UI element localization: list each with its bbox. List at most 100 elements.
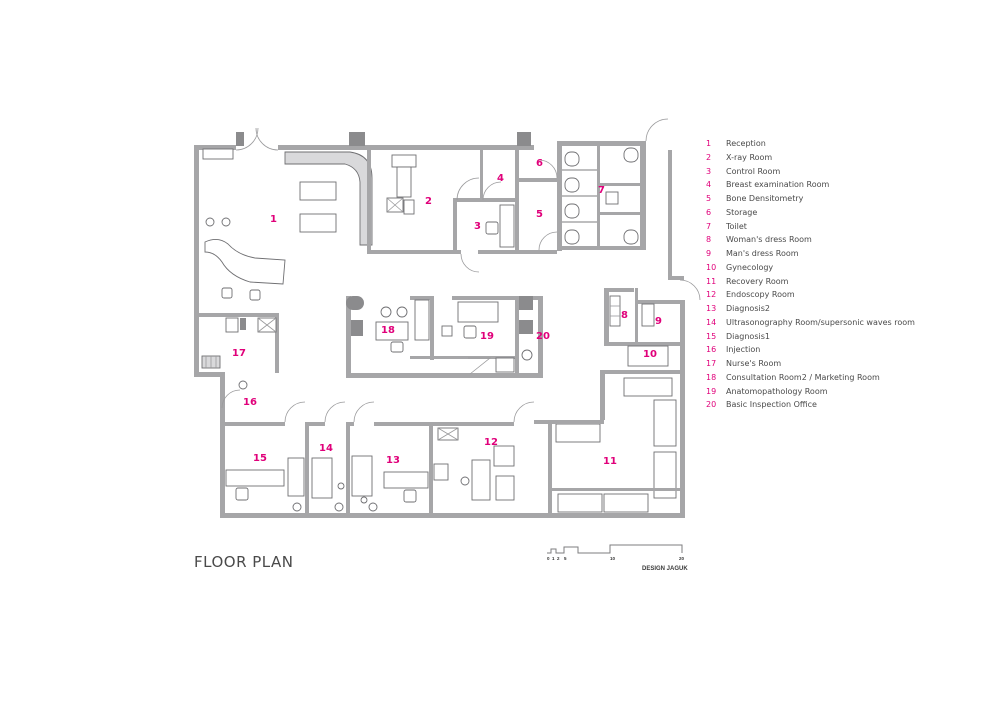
- room-legend: 1 Reception 2 X-ray Room 3 Control Room 4 Breas…: [706, 137, 915, 412]
- legend-room-name: Storage: [726, 207, 758, 217]
- legend-room-name: Gynecology: [726, 262, 774, 272]
- legend-item: 5 Bone Densitometry: [706, 192, 915, 206]
- legend-room-name: Woman's dress Room: [726, 235, 812, 245]
- legend-number: 10: [706, 262, 717, 272]
- legend-item: 18 Consultation Room2 / Marketing Room: [706, 371, 915, 385]
- room-label-11: 11: [603, 456, 617, 467]
- legend-item: 17 Nurse's Room: [706, 357, 915, 371]
- legend-number: 4: [706, 180, 712, 190]
- room-label-7: 7: [598, 185, 605, 196]
- legend-number: 18: [706, 372, 717, 382]
- legend-room-name: Diagnosis1: [726, 331, 770, 341]
- legend-number: 8: [706, 235, 712, 245]
- room-label-15: 15: [253, 453, 267, 464]
- legend-room-name: Nurse's Room: [726, 359, 782, 368]
- room-reception: [202, 127, 373, 301]
- room-toilets: [562, 118, 669, 250]
- page-title: FLOOR PLAN: [194, 553, 294, 571]
- room-label-19: 19: [480, 331, 494, 342]
- room-storage-bone: [519, 159, 558, 254]
- scale-label-20: 20: [679, 556, 685, 561]
- room-label-14: 14: [319, 443, 333, 454]
- legend-number: 1: [706, 139, 712, 148]
- legend-number: 7: [706, 221, 712, 231]
- scale-label-5: 5: [564, 556, 567, 561]
- legend-item: 3 Control Room: [706, 165, 915, 179]
- legend-item: 20 Basic Inspection Office: [706, 398, 915, 412]
- legend-room-name: Endoscopy Room: [726, 290, 795, 300]
- legend-item: 10 Gynecology: [706, 261, 915, 275]
- room-label-10: 10: [643, 349, 657, 360]
- legend-number: 5: [706, 194, 712, 203]
- legend-number: 6: [706, 207, 712, 217]
- legend-room-name: Recovery Room: [726, 276, 789, 286]
- legend-room-name: Man's dress Room: [726, 249, 799, 258]
- room-label-1: 1: [270, 214, 277, 225]
- legend-room-name: Breast examination Room: [726, 180, 830, 190]
- room-central-island: [346, 296, 543, 378]
- legend-item: 6 Storage: [706, 206, 915, 220]
- legend-item: 14 Ultrasonography Room/supersonic waves …: [706, 316, 915, 330]
- legend-item: 1 Reception: [706, 137, 915, 151]
- legend-room-name: Consultation Room2 / Marketing Room: [726, 372, 880, 382]
- scale-label-2: 2: [557, 556, 560, 561]
- legend-item: 13 Diagnosis2: [706, 302, 915, 316]
- room-label-16: 16: [243, 397, 257, 408]
- legend-room-name: Diagnosis2: [726, 304, 770, 313]
- room-numbers: 1 2 3 4 5 6 7 8 9 10 11 12 13 14 15 16 1…: [232, 158, 662, 467]
- room-label-13: 13: [386, 455, 400, 466]
- legend-number: 3: [706, 166, 712, 176]
- legend-item: 11 Recovery Room: [706, 275, 915, 289]
- legend-item: 15 Diagnosis1: [706, 330, 915, 344]
- legend-number: 11: [706, 276, 717, 286]
- scale-label-10: 10: [610, 556, 616, 561]
- legend-room-name: Reception: [726, 139, 766, 148]
- legend-number: 2: [706, 152, 712, 162]
- legend-room-name: X-ray Room: [726, 152, 773, 162]
- room-label-20: 20: [536, 331, 550, 342]
- room-label-12: 12: [484, 437, 498, 448]
- scale-label-1: 1: [552, 556, 555, 561]
- legend-number: 9: [706, 249, 712, 258]
- legend-item: 19 Anatomopathology Room: [706, 385, 915, 399]
- legend-number: 17: [706, 359, 717, 368]
- legend-room-name: Toilet: [726, 221, 747, 231]
- room-label-18: 18: [381, 325, 395, 336]
- room-right-wing: [552, 279, 701, 513]
- legend-number: 19: [706, 386, 717, 396]
- legend-number: 15: [706, 331, 717, 341]
- room-label-4: 4: [497, 173, 504, 184]
- legend-number: 20: [706, 400, 717, 410]
- legend-item: 9 Man's dress Room: [706, 247, 915, 261]
- scale-bar: 0 1 2 5 10 20: [547, 544, 685, 561]
- legend-room-name: Control Room: [726, 166, 781, 176]
- room-label-3: 3: [474, 221, 481, 232]
- legend-item: 2 X-ray Room: [706, 151, 915, 165]
- legend-item: 7 Toilet: [706, 220, 915, 234]
- room-nurse: [199, 313, 279, 373]
- legend-item: 8 Woman's dress Room: [706, 233, 915, 247]
- legend-item: 16 Injection: [706, 343, 915, 357]
- legend-number: 12: [706, 290, 717, 300]
- design-credit: DESIGN JAGUK: [642, 566, 688, 572]
- legend-number: 14: [706, 317, 717, 327]
- outer-walls: [194, 132, 685, 518]
- legend-number: 16: [706, 345, 717, 355]
- legend-item: 12 Endoscopy Room: [706, 288, 915, 302]
- room-label-17: 17: [232, 348, 246, 359]
- legend-number: 13: [706, 304, 717, 313]
- room-label-9: 9: [655, 316, 662, 327]
- room-xray-block: [367, 150, 519, 273]
- legend-room-name: Bone Densitometry: [726, 194, 804, 203]
- scale-label-0: 0: [547, 556, 550, 561]
- legend-room-name: Ultrasonography Room/supersonic waves ro…: [726, 317, 915, 327]
- room-label-6: 6: [536, 158, 543, 169]
- legend-room-name: Injection: [726, 345, 761, 355]
- legend-room-name: Anatomopathology Room: [726, 386, 828, 396]
- legend-room-name: Basic Inspection Office: [726, 400, 817, 410]
- room-label-5: 5: [536, 209, 543, 220]
- room-label-2: 2: [425, 196, 432, 207]
- room-bottom-row: [221, 380, 604, 513]
- room-label-8: 8: [621, 310, 628, 321]
